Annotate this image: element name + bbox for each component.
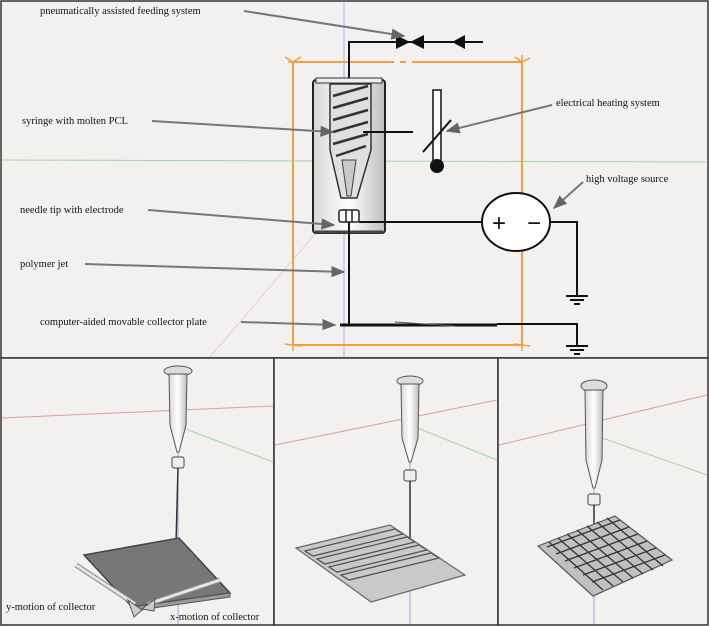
pointer-heating bbox=[445, 104, 553, 134]
lines-collector-plate bbox=[294, 524, 467, 603]
pointer-collector bbox=[240, 319, 337, 331]
collector-plate bbox=[340, 321, 497, 327]
pointer-feeding bbox=[243, 10, 406, 40]
feeding-valve bbox=[348, 35, 483, 80]
panel-parallel-lines bbox=[273, 357, 499, 626]
label-x-motion: x-motion of collector bbox=[170, 612, 260, 623]
syringe bbox=[312, 77, 386, 234]
pointer-syringe bbox=[151, 120, 335, 137]
high-voltage-source: + − bbox=[481, 192, 551, 252]
panel-solid-plate: y-motion of collector x-motion of collec… bbox=[0, 357, 275, 626]
y-motion-rod bbox=[74, 562, 143, 618]
syringe-3d bbox=[580, 379, 608, 565]
label-needle-tip: needle tip with electrode bbox=[20, 205, 124, 216]
printed-lines bbox=[303, 528, 441, 581]
pointer-needle bbox=[147, 209, 336, 230]
top-panel: + − pneumatically assisted feeding syste… bbox=[0, 0, 709, 359]
x-motion-rod bbox=[140, 577, 221, 612]
pointer-jet bbox=[84, 263, 346, 278]
electrical-circuit bbox=[359, 221, 588, 355]
syringe-3d bbox=[396, 375, 424, 557]
hv-plus-symbol: + bbox=[492, 210, 506, 237]
label-feeding-system: pneumatically assisted feeding system bbox=[40, 6, 201, 17]
label-polymer-jet: polymer jet bbox=[20, 259, 68, 270]
label-hv-source: high voltage source bbox=[586, 174, 669, 185]
screw-thread bbox=[332, 84, 369, 158]
label-collector-plate: computer-aided movable collector plate bbox=[40, 317, 207, 328]
label-syringe: syringe with molten PCL bbox=[22, 116, 128, 127]
syringe-3d bbox=[163, 365, 193, 546]
pointer-hv bbox=[552, 181, 584, 209]
label-y-motion: y-motion of collector bbox=[6, 602, 96, 613]
hv-minus-symbol: − bbox=[527, 210, 541, 237]
label-heating-system: electrical heating system bbox=[556, 98, 660, 109]
printed-grid bbox=[546, 517, 666, 591]
panel-grid bbox=[497, 357, 709, 626]
